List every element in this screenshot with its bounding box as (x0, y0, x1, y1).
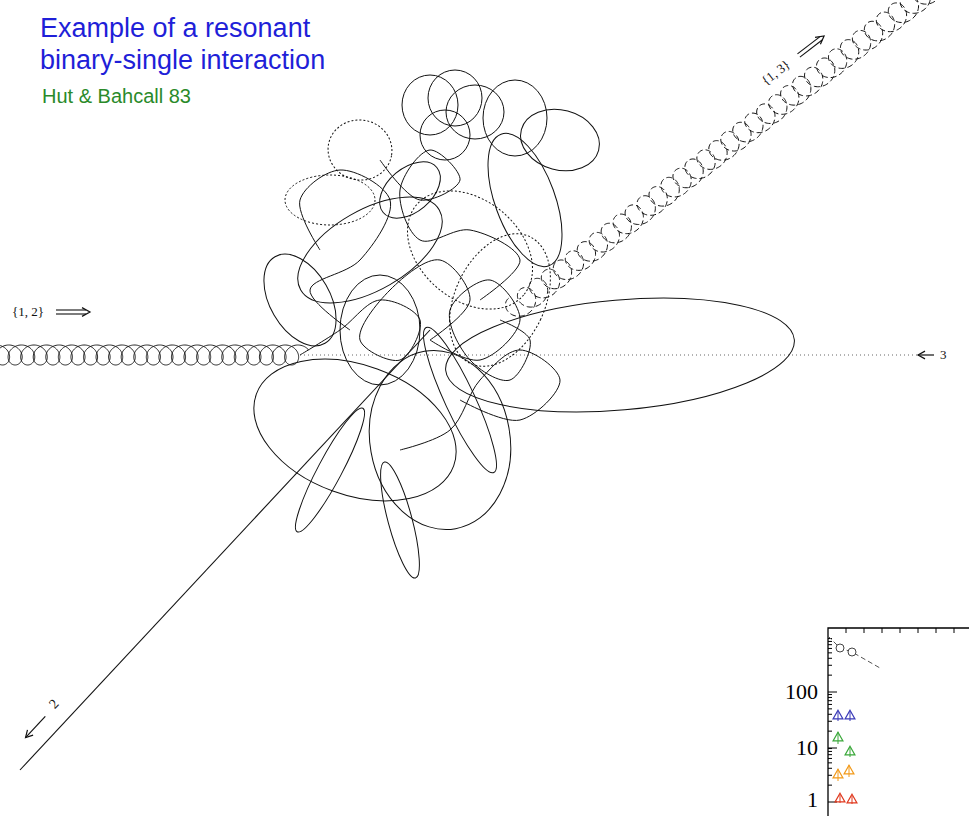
orbit-loop (420, 110, 470, 160)
binary-arrow-head (82, 308, 90, 317)
axis-tick (828, 775, 832, 776)
orbit-loop (428, 70, 482, 126)
data-point (845, 746, 855, 755)
data-point (833, 732, 843, 741)
inset-chart (760, 620, 969, 816)
data-point (847, 794, 857, 803)
axis-tick (828, 652, 832, 653)
axis-tick-label: 10 (796, 736, 818, 760)
axis-tick (828, 748, 837, 749)
binary-arrow (56, 309, 86, 310)
axis-tick (828, 758, 832, 759)
binary-track (0, 345, 309, 365)
orbit-loop (287, 403, 374, 538)
axis-tick-label: 100 (785, 680, 818, 704)
axis-tick (846, 628, 847, 633)
slide-title: Example of a resonant binary-single inte… (40, 12, 400, 77)
axis-tick (828, 721, 832, 722)
axis-tick (828, 641, 832, 642)
orbit-path (430, 280, 530, 381)
escaping-binary-arrow (800, 40, 822, 57)
chart-ground (760, 620, 969, 816)
escaping-binary-arrow-head (815, 36, 824, 44)
axis-tick (828, 748, 832, 749)
axis-tick (828, 708, 832, 709)
body-label: 2 (46, 696, 62, 712)
axis-tick (900, 628, 901, 633)
escaping-binary-track (505, 0, 941, 316)
data-point (833, 710, 843, 719)
body-label: 3 (940, 348, 947, 362)
axis-tick (828, 694, 832, 695)
axis-tick (828, 697, 832, 698)
error-bar (850, 747, 851, 757)
escaping-star-track (20, 330, 430, 770)
axis-tick (828, 692, 837, 693)
axis-tick (828, 751, 832, 752)
orbit-loop (441, 285, 799, 425)
axis-tick (828, 700, 832, 701)
axis-tick (828, 714, 832, 715)
error-bar (850, 711, 851, 721)
error-bar (838, 711, 839, 721)
orbit-loop (340, 275, 420, 385)
axis-tick (828, 762, 832, 763)
axis-tick-label: 1 (807, 788, 818, 812)
axis-tick (936, 628, 937, 633)
axis-tick (828, 704, 832, 705)
orbit-path (400, 350, 560, 450)
orbit-loop (234, 333, 476, 527)
orbit-loop (430, 218, 571, 383)
escaping-binary-arrow (797, 37, 819, 54)
binary-arrow (56, 313, 86, 314)
data-point (835, 793, 845, 802)
orbit-loop (384, 167, 556, 334)
fit-line (828, 636, 880, 668)
single-star-arrow-head (918, 351, 925, 359)
citation: Hut & Bahcall 83 (42, 85, 191, 107)
axis-tick (828, 648, 832, 649)
data-point (845, 710, 855, 719)
body-label: {1, 3} (759, 57, 793, 88)
axis-tick (828, 644, 832, 645)
orbit-loop (483, 80, 547, 156)
axis-tick (828, 731, 832, 732)
orbit-loop (285, 175, 375, 225)
axis-tick (828, 754, 832, 755)
orbit-path (300, 260, 470, 361)
data-point (848, 648, 856, 656)
orbit-loop (473, 124, 577, 276)
escaping-star-arrow-head (26, 730, 34, 738)
orbit-path (300, 170, 391, 330)
axis-tick (954, 628, 955, 633)
axis-tick (864, 628, 865, 633)
data-point (836, 644, 844, 652)
orbit-loop (249, 242, 351, 359)
orbit-loop (373, 459, 427, 581)
single-star-track (300, 355, 918, 356)
axis-tick (828, 675, 832, 676)
axis-tick (828, 768, 832, 769)
orbit-path (380, 150, 520, 300)
axis-tick (918, 628, 919, 633)
data-point (844, 765, 854, 774)
body-label: {1, 2} (12, 305, 44, 319)
single-star-arrow (918, 354, 934, 355)
orbit-loop (355, 339, 524, 541)
axis-tick (828, 665, 832, 666)
axis-tick (828, 785, 832, 786)
data-point (833, 769, 843, 778)
escaping-star-arrow (26, 716, 46, 737)
axis-tick (882, 628, 883, 633)
chart-axis (828, 628, 969, 816)
orbit-loop (514, 101, 607, 180)
axis-tick (828, 658, 832, 659)
orbit-loops (234, 70, 799, 581)
